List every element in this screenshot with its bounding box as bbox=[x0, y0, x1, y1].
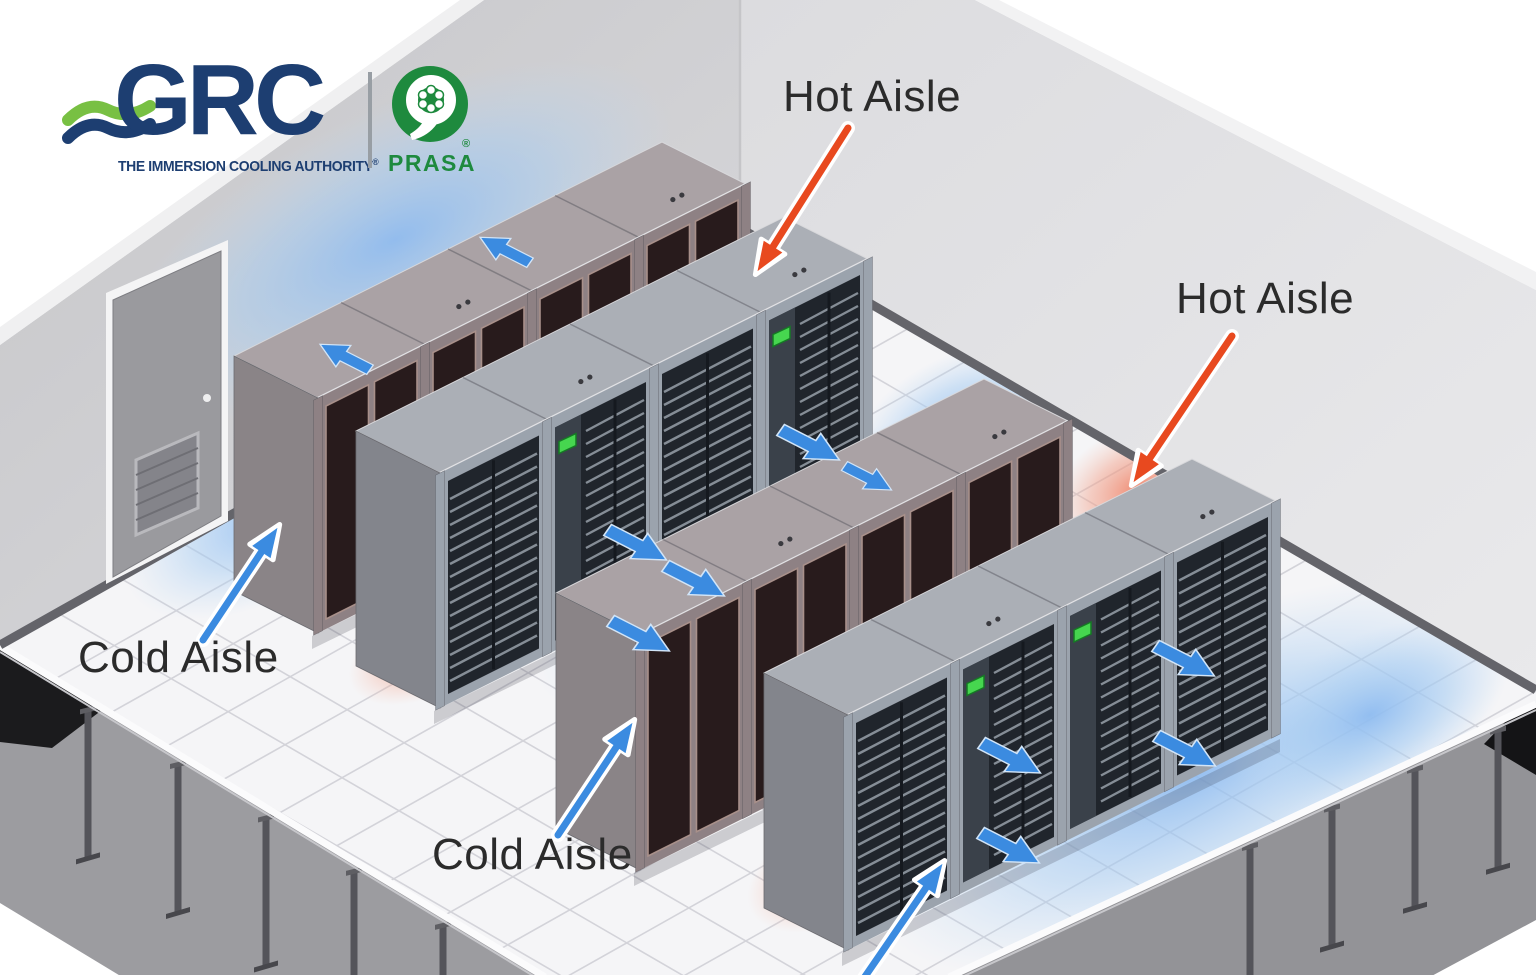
rack-cabinet-rear bbox=[640, 581, 747, 870]
hot-aisle-pointer-icon bbox=[1128, 329, 1239, 488]
floor-support-pillar bbox=[1242, 841, 1258, 975]
led-status-screen bbox=[1073, 620, 1092, 644]
door bbox=[106, 240, 228, 584]
hot-aisle-label-right: Hot Aisle bbox=[1176, 274, 1355, 323]
prasa-registered-mark: ® bbox=[462, 138, 471, 150]
cold-aisle-pointer-icon bbox=[551, 717, 638, 842]
grc-tagline: THE IMMERSION COOLING AUTHORITY® bbox=[118, 157, 379, 175]
grc-logo-text: GRC bbox=[114, 44, 326, 156]
grc-wave-icon bbox=[62, 100, 156, 144]
logo-divider bbox=[368, 72, 372, 168]
rack-rows bbox=[232, 141, 1281, 966]
led-status-screen bbox=[558, 432, 577, 455]
led-status-screen bbox=[966, 674, 985, 697]
rack-cabinet-front bbox=[440, 419, 547, 708]
floor-support-pillar bbox=[1486, 725, 1510, 875]
door-vent bbox=[134, 430, 200, 538]
cold-aisle-label-left: Cold Aisle bbox=[78, 633, 279, 682]
door-knob bbox=[203, 394, 211, 402]
header-logos: GRC THE IMMERSION COOLING AUTHORITY® ® P… bbox=[0, 0, 540, 210]
floor-support-pillar bbox=[1320, 803, 1344, 953]
hot-aisle-label-top: Hot Aisle bbox=[783, 72, 962, 121]
cold-aisle-label-bottom: Cold Aisle bbox=[432, 830, 633, 879]
cold-aisle-pointer-icon bbox=[857, 858, 948, 975]
floor-edge bbox=[0, 643, 1536, 975]
led-status-screen bbox=[772, 325, 791, 348]
pointer-arrows bbox=[196, 121, 1239, 975]
wall-right bbox=[740, 0, 1536, 690]
prasa-emblem-icon bbox=[392, 66, 468, 142]
hot-aisle-pointer-icon bbox=[752, 121, 855, 278]
rack-cabinet-front bbox=[1062, 554, 1169, 843]
prasa-logo-text: PRASA bbox=[388, 150, 477, 176]
cold-aisle-pointer-icon bbox=[196, 522, 283, 647]
rear-door-panel bbox=[647, 620, 692, 858]
grc-registered-mark: ® bbox=[372, 157, 379, 167]
cold-aisle-wall-glow bbox=[116, 59, 674, 421]
floor-support-pillar bbox=[1403, 764, 1427, 914]
rear-door-panel bbox=[695, 596, 740, 834]
